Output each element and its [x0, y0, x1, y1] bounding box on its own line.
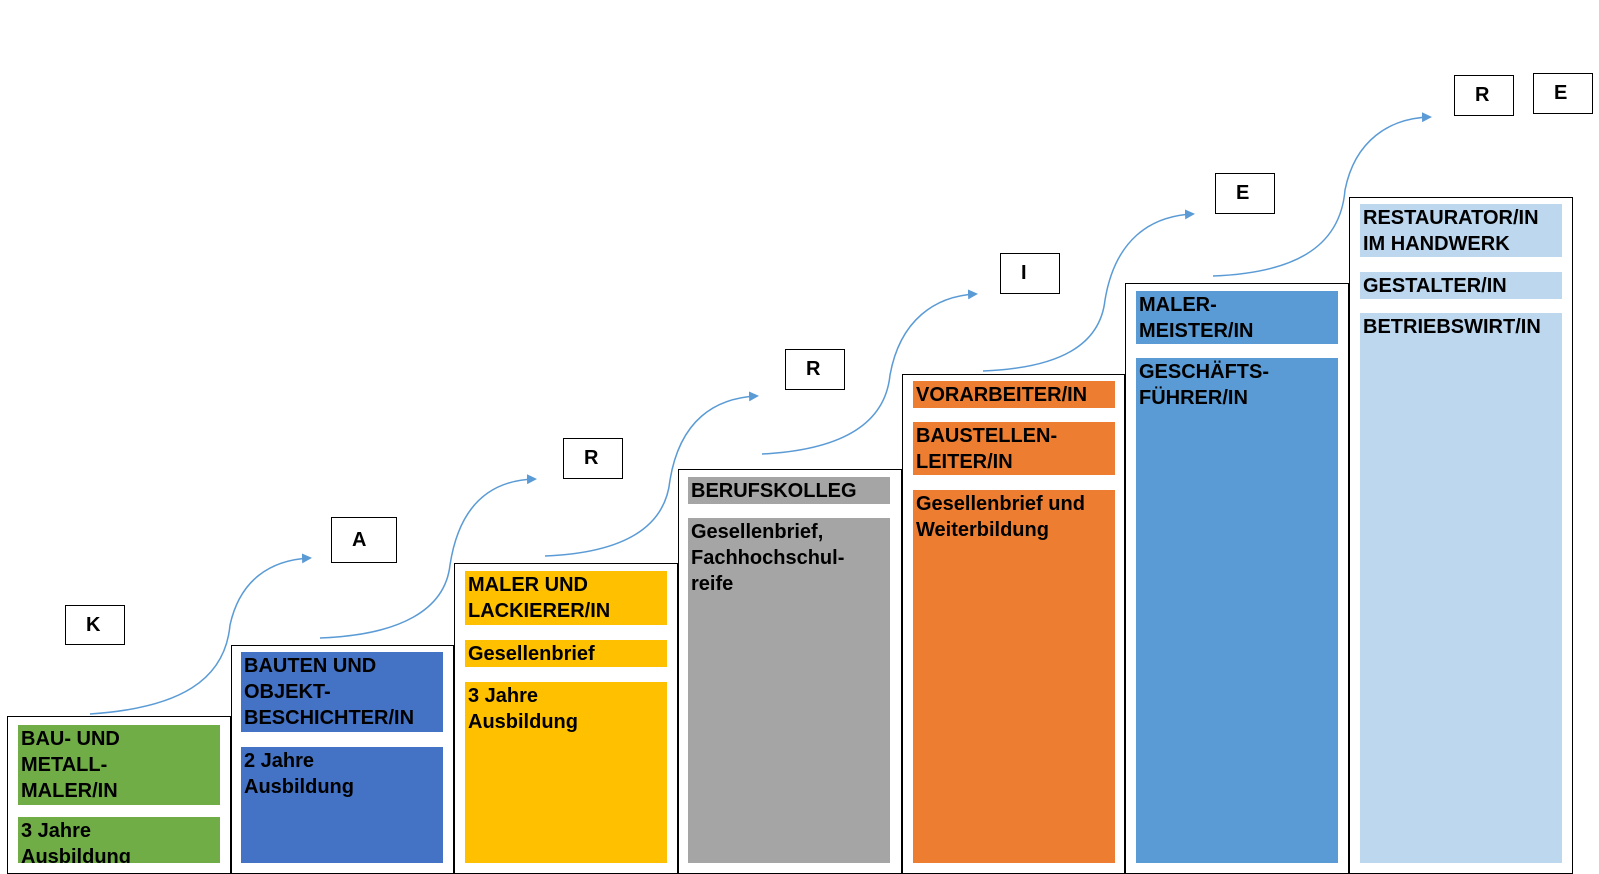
step-6-title-ceo: GESCHÄFTS- FÜHRER/IN [1136, 358, 1338, 863]
letter-box-7: R [1454, 75, 1514, 116]
step-3-duration: 3 Jahre Ausbildung [465, 682, 667, 863]
step-1-duration: 3 Jahre Ausbildung [18, 817, 220, 863]
step-2-duration: 2 Jahre Ausbildung [241, 747, 443, 863]
letter-box-8: E [1533, 73, 1593, 114]
step-3-title: MALER UND LACKIERER/IN [465, 571, 667, 625]
arrow-6 [1212, 112, 1432, 277]
step-4-requirements: Gesellenbrief, Fachhochschul- reife [688, 518, 890, 863]
step-7-title-business-economist: BETRIEBSWIRT/IN [1360, 313, 1562, 863]
arrow-5 [982, 209, 1195, 372]
arrow-3 [544, 391, 759, 557]
step-7-title-restorer: RESTAURATOR/IN IM HANDWERK [1360, 204, 1562, 257]
arrow-4 [761, 289, 978, 455]
step-4-title: BERUFSKOLLEG [688, 477, 890, 504]
letter-box-5: I [1000, 253, 1060, 294]
step-5-requirements: Gesellenbrief und Weiterbildung [913, 490, 1115, 863]
arrow-1 [89, 553, 312, 715]
step-3-certificate: Gesellenbrief [465, 640, 667, 667]
letter-box-2: A [331, 517, 397, 563]
step-7-title-designer: GESTALTER/IN [1360, 272, 1562, 299]
step-5-title-foreman: VORARBEITER/IN [913, 381, 1115, 408]
letter-box-4: R [785, 349, 845, 390]
letter-box-1: K [65, 605, 125, 645]
arrow-2 [319, 474, 537, 639]
step-1-title: BAU- UND METALL- MALER/IN [18, 725, 220, 805]
step-6-title-master: MALER- MEISTER/IN [1136, 291, 1338, 344]
letter-box-3: R [563, 438, 623, 479]
step-2-title: BAUTEN UND OBJEKT- BESCHICHTER/IN [241, 652, 443, 732]
step-5-title-site-manager: BAUSTELLEN- LEITER/IN [913, 422, 1115, 475]
letter-box-6: E [1215, 173, 1275, 214]
